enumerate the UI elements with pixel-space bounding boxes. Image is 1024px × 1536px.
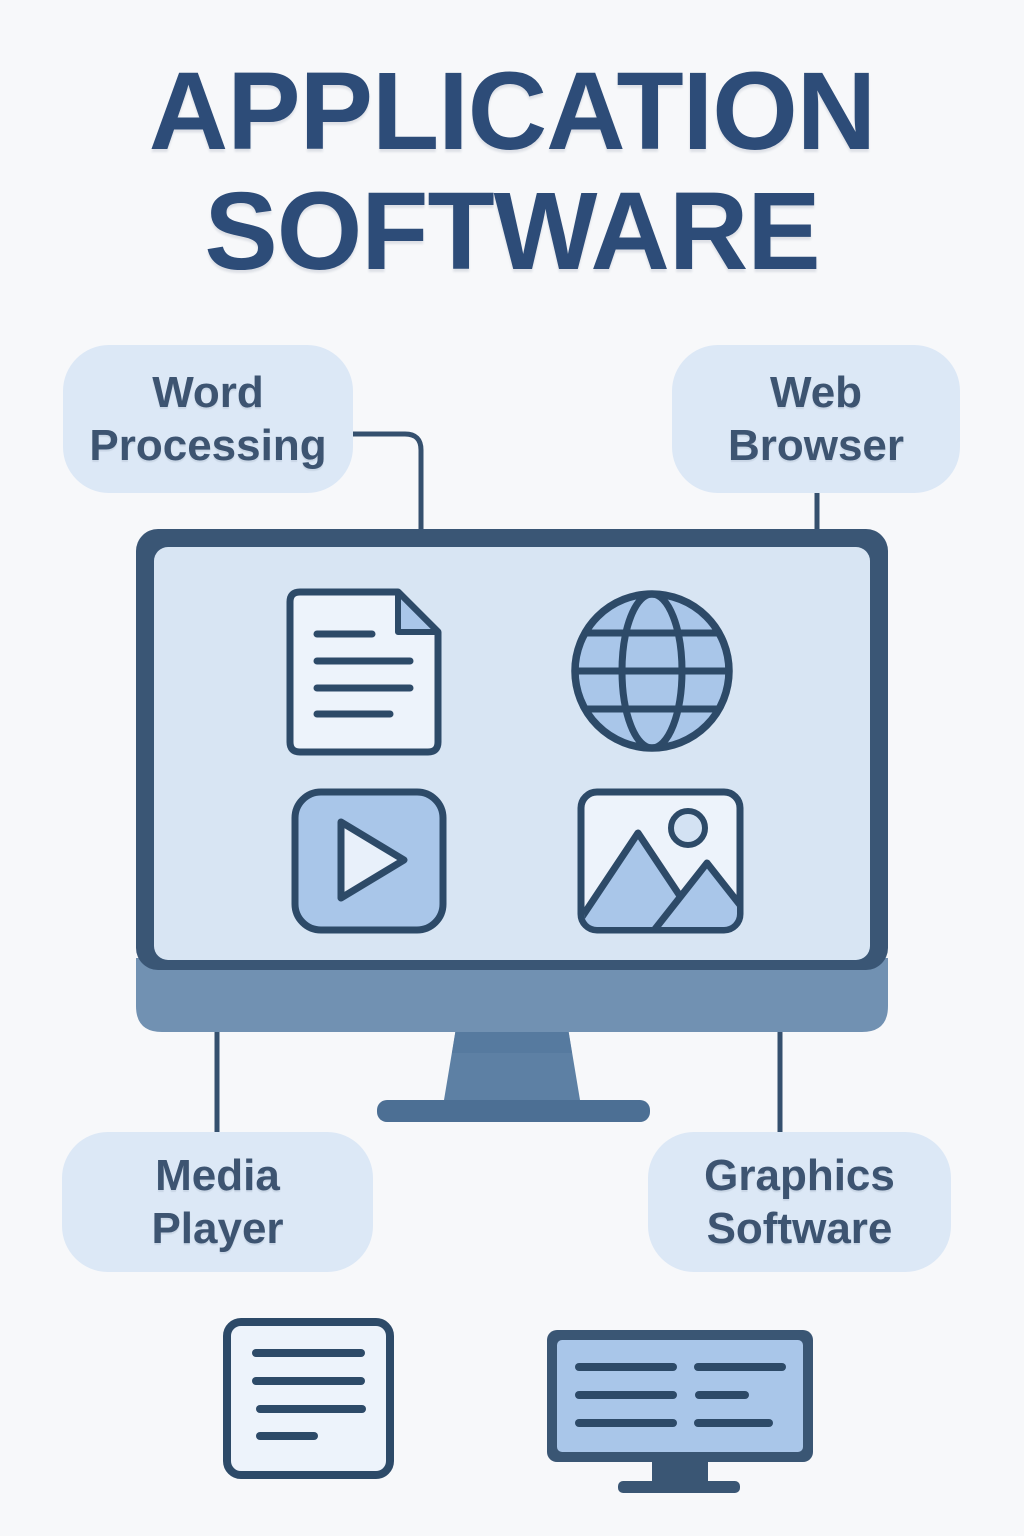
play-button-icon: [291, 788, 447, 934]
monitor-bezel: [136, 958, 888, 1032]
media-player-label-line2: Player: [151, 1204, 284, 1253]
image-sun: [668, 808, 708, 848]
image-icon: [577, 788, 744, 934]
web-browser-label: Web Browser: [672, 345, 960, 493]
notes-document-icon: [223, 1318, 394, 1479]
web-browser-label-line1: Web: [769, 368, 863, 417]
connector-lines: [214, 431, 820, 1136]
notes-card: [223, 1318, 394, 1479]
media-player-label: Media Player: [62, 1132, 373, 1272]
word-processing-connector: [350, 431, 424, 533]
desktop-monitor-icon: [547, 1330, 813, 1493]
word-processing-label-line1: Word: [152, 368, 264, 417]
document-folded-corner: [395, 589, 441, 635]
page-title-line2: SOFTWARE: [204, 170, 820, 293]
monitor-screen: [154, 547, 870, 960]
media-player-label-line1: Media: [155, 1151, 280, 1200]
small-monitor-text-lines: [575, 1363, 786, 1427]
graphics-software-label-line1: Graphics: [704, 1151, 895, 1200]
document-text-lines: [313, 630, 414, 718]
word-processing-label-line2: Processing: [89, 421, 327, 470]
globe-parallels: [571, 629, 733, 713]
notes-text-lines: [252, 1349, 366, 1440]
word-processing-label: Word Processing: [63, 345, 353, 493]
play-triangle: [337, 818, 408, 902]
graphics-software-label-line2: Software: [706, 1204, 893, 1253]
page-title: APPLICATION SOFTWARE: [0, 52, 1024, 292]
document-icon: [286, 588, 442, 756]
monitor-stand-neck-shadow: [452, 1028, 572, 1053]
graphics-software-label: Graphics Software: [648, 1132, 951, 1272]
monitor-stand-base: [377, 1100, 650, 1122]
small-monitor-base: [618, 1481, 740, 1493]
monitor-illustration: [136, 529, 888, 1122]
web-browser-label-line2: Browser: [727, 421, 905, 470]
globe-icon: [571, 590, 733, 752]
page-title-line1: APPLICATION: [148, 50, 876, 173]
